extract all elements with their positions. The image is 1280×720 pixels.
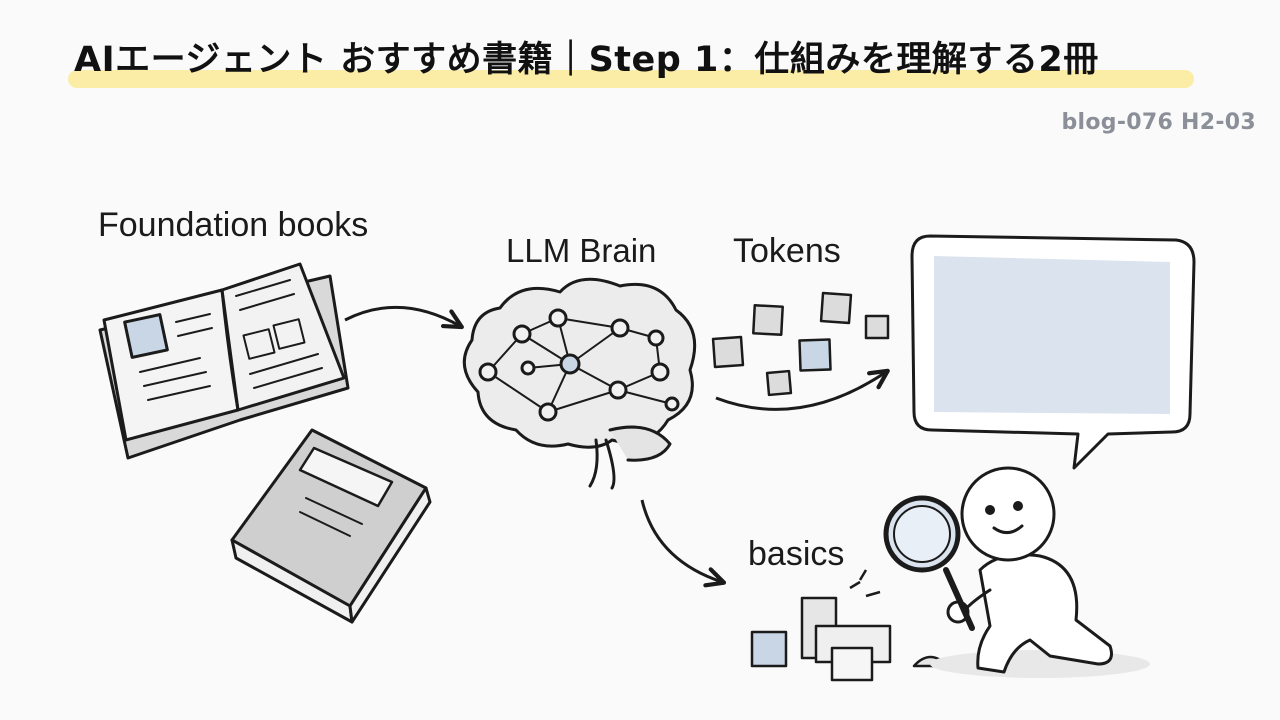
blocks-group — [750, 569, 950, 682]
basics-label: basics — [748, 535, 845, 573]
foundation-books-label: Foundation books — [98, 206, 369, 244]
page-title: AIエージェント おすすめ書籍｜Step 1：仕組みを理解する2冊 — [74, 40, 1099, 80]
arrow-to-brain — [344, 305, 464, 330]
open-book-icon — [98, 262, 350, 460]
tokens-group — [711, 291, 890, 397]
llm-brain-label: LLM Brain — [506, 232, 657, 269]
title-highlight — [68, 70, 1194, 88]
tokens-label: Tokens — [733, 232, 841, 270]
speech-bubble — [910, 234, 1196, 470]
post-id-label: blog-076 H2-03 — [1061, 110, 1256, 135]
closed-book-icon — [230, 428, 432, 624]
arrow-to-output — [715, 368, 890, 411]
arrow-to-basics — [640, 499, 727, 588]
person-with-magnifier-icon — [883, 466, 1150, 678]
brain-icon — [462, 277, 697, 490]
title-block: AIエージェント おすすめ書籍｜Step 1：仕組みを理解する2冊 — [66, 34, 1200, 94]
